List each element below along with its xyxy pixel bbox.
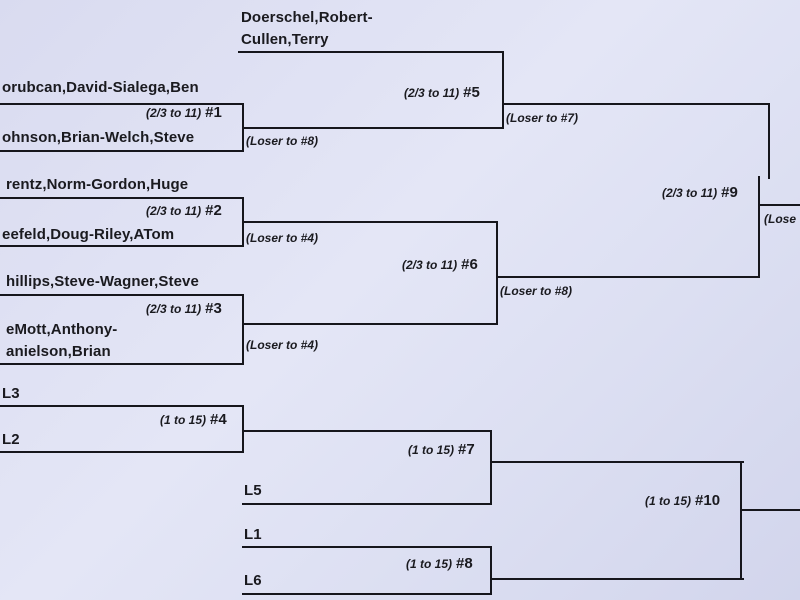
match-range: (1 to 15) xyxy=(406,557,453,571)
match-label: (2/3 to 11)#9 xyxy=(662,184,738,201)
bracket-line xyxy=(740,461,742,580)
bracket-line xyxy=(492,578,744,580)
match-label: (2/3 to 11)#3 xyxy=(146,300,222,317)
bracket-line xyxy=(0,294,244,296)
bracket-line xyxy=(0,150,244,152)
entrant-name: L6 xyxy=(244,572,262,589)
match-range: (1 to 15) xyxy=(408,443,455,457)
loser-note: (Lose xyxy=(764,212,797,226)
match-label: (2/3 to 11)#1 xyxy=(146,104,222,121)
bracket-line xyxy=(242,294,244,365)
bracket-line xyxy=(758,176,760,278)
entrant-name: eefeld,Doug-Riley,ATom xyxy=(2,226,175,243)
loser-note: (Loser to #4) xyxy=(246,338,319,352)
bracket-line xyxy=(768,103,770,179)
match-number: #1 xyxy=(205,104,222,121)
match-label: (2/3 to 11)#6 xyxy=(402,256,478,273)
bracket-line xyxy=(244,221,498,223)
bracket-line xyxy=(758,204,800,206)
entrant-name: rentz,Norm-Gordon,Huge xyxy=(6,176,189,193)
match-number: #5 xyxy=(463,84,480,101)
entrant-name: L2 xyxy=(2,431,20,448)
bracket-line xyxy=(242,405,244,453)
entrant-name: eMott,Anthony- xyxy=(6,321,118,338)
bracket-line xyxy=(238,51,504,53)
bracket-line xyxy=(740,509,800,511)
match-range: (1 to 15) xyxy=(160,413,207,427)
match-label: (1 to 15)#7 xyxy=(408,441,475,458)
bracket-line xyxy=(490,430,492,505)
entrant-name: ohnson,Brian-Welch,Steve xyxy=(2,129,195,146)
loser-note: (Loser to #4) xyxy=(246,231,319,245)
bracket-line xyxy=(502,51,504,129)
match-number: #2 xyxy=(205,202,222,219)
match-number: #10 xyxy=(695,492,721,509)
bracket-line xyxy=(496,221,498,325)
bracket-line xyxy=(242,593,492,595)
bracket-line xyxy=(242,197,244,247)
match-number: #6 xyxy=(461,256,478,273)
match-number: #4 xyxy=(210,411,227,428)
match-range: (2/3 to 11) xyxy=(146,204,202,218)
match-label: (2/3 to 11)#2 xyxy=(146,202,222,219)
match-label: (1 to 15)#4 xyxy=(160,411,227,428)
match-range: (2/3 to 11) xyxy=(404,86,460,100)
entrant-name: L1 xyxy=(244,526,262,543)
bracket-line xyxy=(242,546,492,548)
match-number: #8 xyxy=(456,555,473,572)
bracket-line xyxy=(244,127,504,129)
loser-note: (Loser to #8) xyxy=(500,284,573,298)
bracket-line xyxy=(242,503,492,505)
bracket-line xyxy=(244,430,492,432)
loser-note: (Loser to #8) xyxy=(246,134,319,148)
entrant-name: L3 xyxy=(2,385,20,402)
bracket-line xyxy=(504,103,770,105)
loser-note: (Loser to #7) xyxy=(506,111,579,125)
match-range: (2/3 to 11) xyxy=(146,106,202,120)
match-range: (2/3 to 11) xyxy=(662,186,718,200)
bracket-line xyxy=(0,363,244,365)
match-range: (2/3 to 11) xyxy=(402,258,458,272)
match-label: (1 to 15)#10 xyxy=(645,492,720,509)
bracket-line xyxy=(492,461,744,463)
entrant-name: anielson,Brian xyxy=(6,343,111,360)
bracket-line xyxy=(0,103,244,105)
bracket-line xyxy=(0,451,244,453)
entrant-name: Doerschel,Robert- xyxy=(241,9,373,26)
bracket-line xyxy=(0,405,244,407)
bracket-line xyxy=(498,276,760,278)
entrant-name: hillips,Steve-Wagner,Steve xyxy=(6,273,199,290)
match-label: (1 to 15)#8 xyxy=(406,555,473,572)
match-number: #3 xyxy=(205,300,222,317)
entrant-name: L5 xyxy=(244,482,262,499)
bracket-line xyxy=(490,546,492,595)
match-range: (2/3 to 11) xyxy=(146,302,202,316)
match-number: #9 xyxy=(721,184,738,201)
match-label: (2/3 to 11)#5 xyxy=(404,84,480,101)
bracket-line xyxy=(244,323,498,325)
match-range: (1 to 15) xyxy=(645,494,692,508)
match-number: #7 xyxy=(458,441,475,458)
bracket-line xyxy=(0,245,244,247)
entrant-name: orubcan,David-Sialega,Ben xyxy=(2,79,199,96)
bracket-line xyxy=(242,103,244,152)
entrant-name: Cullen,Terry xyxy=(241,31,329,48)
bracket-line xyxy=(0,197,244,199)
